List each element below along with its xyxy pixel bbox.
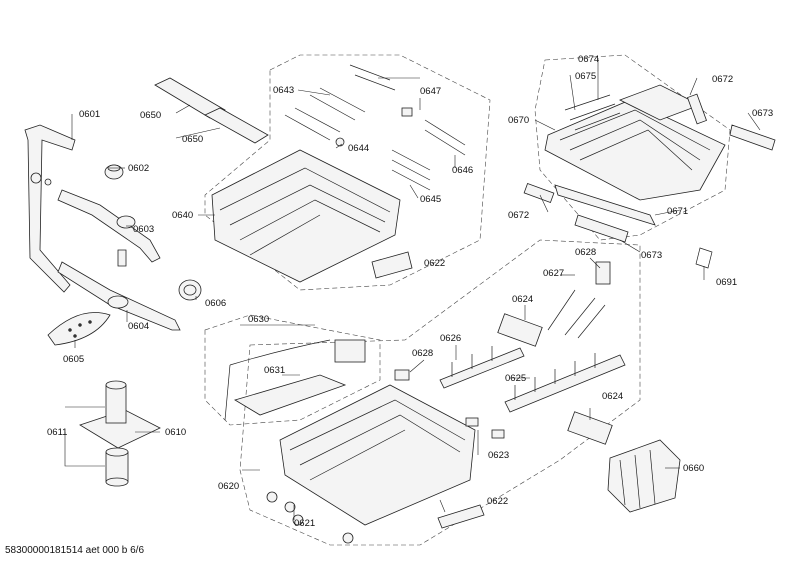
label-0646: 0646: [452, 165, 473, 176]
tine-rows-0643[interactable]: [284, 87, 366, 141]
label-0602: 0602: [128, 163, 149, 174]
label-0640: 0640: [172, 210, 193, 221]
label-0670: 0670: [508, 115, 529, 126]
lower-rack-small-outline: [204, 314, 381, 426]
part-labels: 0601 0602 0603 0604 0605 0606 0610 0611 …: [47, 54, 773, 529]
label-0610: 0610: [165, 427, 186, 438]
label-0675: 0675: [575, 71, 596, 82]
tine-row-0625[interactable]: [504, 353, 626, 413]
clip-0628-b[interactable]: [595, 261, 611, 285]
upper-basket-group-outline: [204, 54, 491, 291]
spray-disc-0605[interactable]: [47, 312, 111, 346]
rail-bracket-0672-a[interactable]: [687, 93, 707, 125]
label-0611: 0611: [47, 427, 67, 438]
label-0606: 0606: [205, 298, 226, 309]
label-0673-b: 0673: [641, 250, 662, 261]
clip-set-0624-a[interactable]: [497, 313, 543, 347]
label-0672-b: 0672: [508, 210, 529, 221]
document-footer-id: 58300000181514 aet 000 b 6/6: [5, 545, 145, 556]
rail-end-0673-b[interactable]: [574, 214, 629, 243]
cup-rack-0631[interactable]: [234, 374, 347, 416]
label-0643: 0643: [273, 85, 294, 96]
clip-0628-a[interactable]: [394, 369, 410, 381]
lower-basket-0620[interactable]: [279, 384, 476, 526]
label-0622-bottom: 0622: [487, 496, 508, 507]
label-0624-b: 0624: [602, 391, 623, 402]
clip-set-0624-b[interactable]: [567, 411, 613, 445]
label-0673-a: 0673: [752, 108, 773, 119]
top-rack-group-outline: [534, 54, 731, 241]
label-0625: 0625: [505, 373, 526, 384]
filter-assembly-0610[interactable]: [79, 380, 161, 449]
label-0691: 0691: [716, 277, 737, 288]
tine-row-0645[interactable]: [391, 149, 431, 191]
label-0650-b: 0650: [182, 134, 203, 145]
label-0628-b: 0628: [575, 247, 596, 258]
spray-nozzle-0602[interactable]: [104, 164, 124, 180]
handle-0622-top[interactable]: [371, 251, 413, 279]
label-0671: 0671: [667, 206, 688, 217]
label-0604: 0604: [128, 321, 149, 332]
label-0645: 0645: [420, 194, 441, 205]
leader-lines: [64, 58, 761, 520]
wheel-set-0621[interactable]: [266, 491, 354, 544]
slide-rail-0671[interactable]: [554, 184, 656, 226]
fine-filter-0611[interactable]: [105, 447, 129, 487]
filter-disc-0606[interactable]: [178, 279, 202, 301]
tine-row-0626[interactable]: [439, 346, 525, 389]
label-0650-a: 0650: [140, 110, 161, 121]
label-0644: 0644: [348, 143, 369, 154]
clip-0644[interactable]: [335, 137, 345, 147]
tine-row-0646[interactable]: [424, 119, 466, 156]
label-0621: 0621: [294, 518, 315, 529]
lower-basket-group-outline: [239, 239, 641, 546]
rail-end-0673-a[interactable]: [729, 124, 776, 151]
knife-shelf-0647[interactable]: [349, 64, 413, 117]
clip-0623[interactable]: [465, 417, 505, 439]
label-0622-top: 0622: [424, 258, 445, 269]
lower-spray-arm-0604[interactable]: [57, 261, 181, 331]
upper-spray-arm-0603[interactable]: [57, 189, 161, 267]
rail-bracket-0672-b[interactable]: [523, 183, 555, 203]
cutlery-basket-0660[interactable]: [607, 439, 681, 513]
spray-pipe-0601[interactable]: [24, 124, 76, 293]
label-0628-a: 0628: [412, 348, 433, 359]
clip-0691[interactable]: [695, 247, 713, 269]
rack-tines-0675[interactable]: [564, 94, 621, 131]
label-0623: 0623: [488, 450, 509, 461]
label-0674: 0674: [578, 54, 599, 65]
label-0605: 0605: [63, 354, 84, 365]
label-0647: 0647: [420, 86, 441, 97]
label-0601: 0601: [79, 109, 100, 120]
label-0603: 0603: [133, 224, 154, 235]
label-0620: 0620: [218, 481, 239, 492]
label-0626: 0626: [440, 333, 461, 344]
label-0627: 0627: [543, 268, 564, 279]
tine-row-0627[interactable]: [547, 289, 606, 339]
upper-basket-0640[interactable]: [211, 149, 401, 283]
label-0631: 0631: [264, 365, 285, 376]
label-0672-a: 0672: [712, 74, 733, 85]
label-0624-a: 0624: [512, 294, 533, 305]
label-0630: 0630: [248, 314, 269, 325]
cup-shelf-0650-b[interactable]: [204, 107, 269, 144]
handle-0622-bottom[interactable]: [437, 504, 485, 529]
rack-arm-0630[interactable]: [224, 339, 366, 421]
cup-shelf-0650-a[interactable]: [154, 77, 226, 119]
label-0660: 0660: [683, 463, 704, 474]
